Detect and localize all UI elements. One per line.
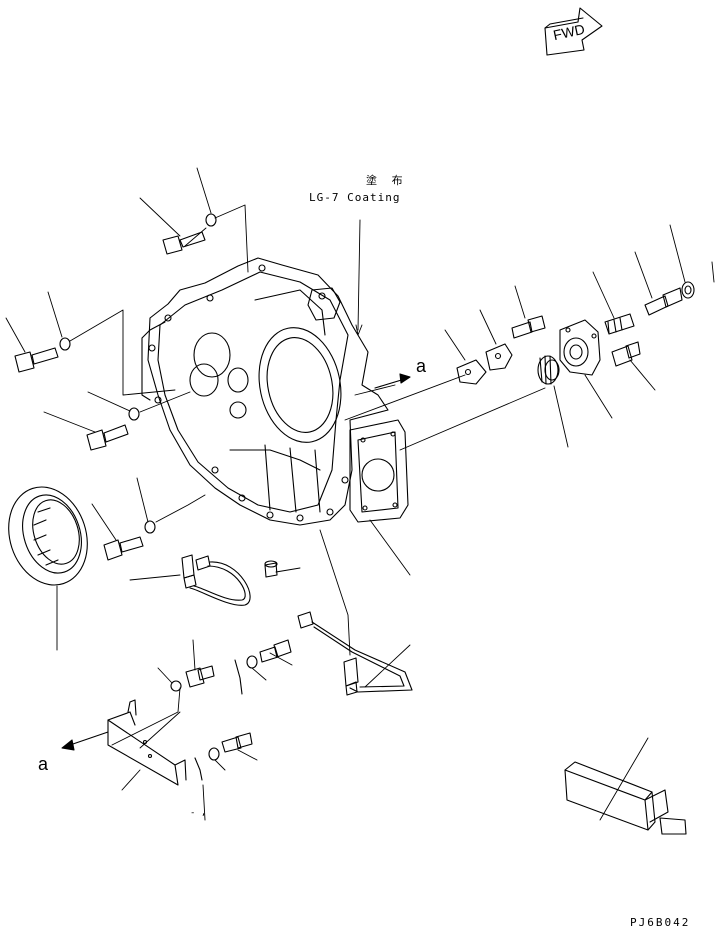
bolt-left-middle: [86, 407, 140, 451]
tool: [564, 761, 687, 835]
leader-lines: [5, 167, 715, 821]
view-marker-a-bottom: a: [38, 754, 49, 774]
oil-seal: [8, 486, 88, 586]
pump-housing: [559, 319, 601, 376]
gear: [537, 355, 560, 385]
view-marker-a-top: a: [416, 356, 427, 376]
bolt-right-small: [511, 315, 546, 339]
bolt-top: [162, 213, 217, 255]
bracket: [107, 699, 187, 786]
view-arrow-top: [374, 373, 411, 389]
drain-plug: [264, 560, 278, 578]
coating-label-en: LG-7 Coating: [309, 191, 401, 204]
cover-plate: [485, 343, 513, 371]
bolt-left-upper: [14, 337, 71, 373]
stud-bolt: [604, 313, 635, 335]
bolt-bracket-upper: [170, 665, 215, 692]
bolt-pump: [611, 341, 641, 367]
cover-plate-small: [456, 359, 487, 385]
hex-bolt-right: [644, 287, 683, 316]
bolt-bracket-right: [234, 639, 292, 695]
speed-sensor-bottom: [297, 611, 413, 696]
drawing-code: PJ6B042: [630, 916, 691, 929]
bolt-left-lower: [103, 520, 156, 561]
speed-sensor-left: [181, 554, 251, 606]
coating-label-ja: 塗 布: [366, 174, 407, 187]
small-mark: - ,: [190, 808, 207, 818]
fwd-arrow-icon: [544, 7, 603, 56]
view-arrow-bottom: [61, 731, 109, 751]
flywheel-housing: [141, 257, 409, 526]
bolt-bracket-lower: [194, 732, 253, 781]
nut: [681, 281, 695, 299]
